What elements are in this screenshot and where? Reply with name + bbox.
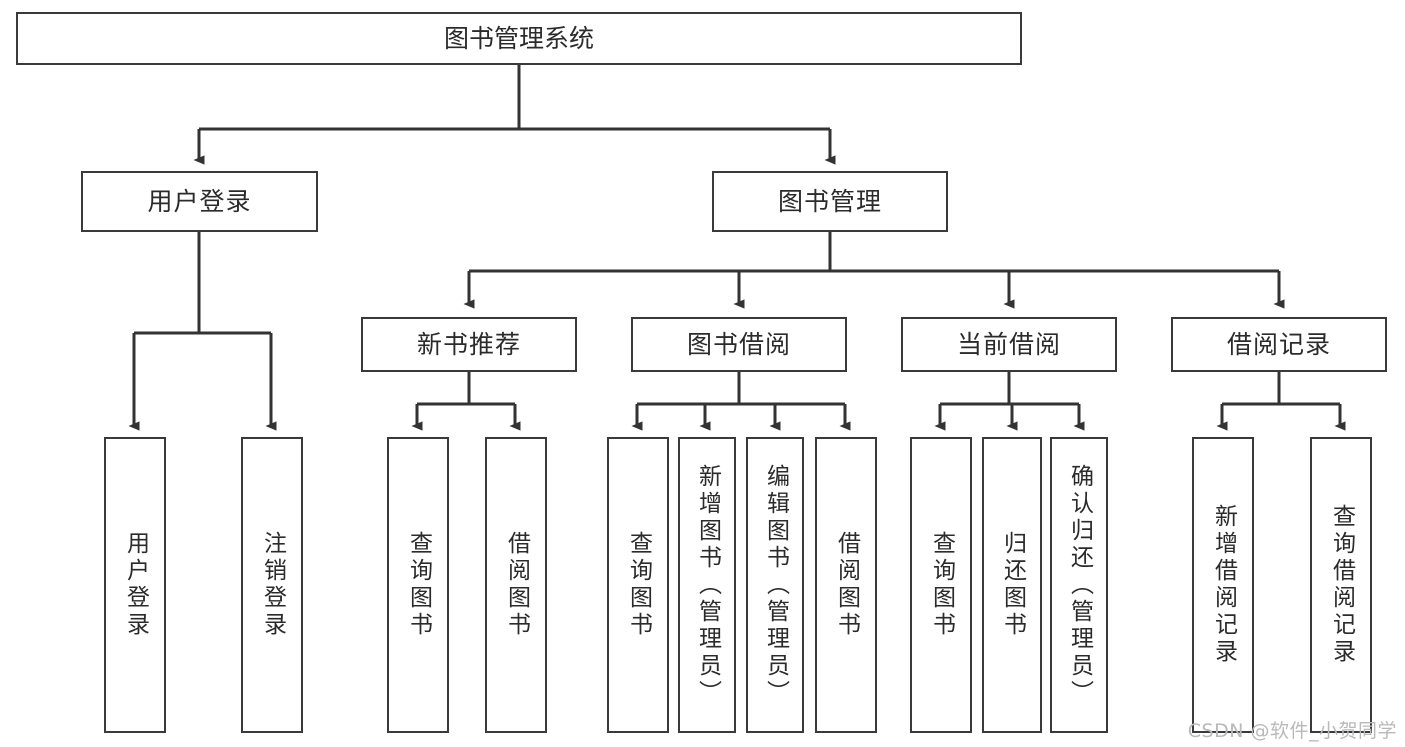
leaf-label: 查询图书 <box>405 531 432 639</box>
node-current-borrow[interactable]: 当前借阅 <box>901 317 1117 372</box>
node-label: 图书管理系统 <box>443 23 594 53</box>
node-label: 当前借阅 <box>956 329 1061 359</box>
leaf-return-books[interactable]: 归还图书 <box>982 437 1042 733</box>
leaf-label: 编辑图书（管理员） <box>762 463 789 707</box>
leaf-borrow-books-borrow[interactable]: 借阅图书 <box>815 437 877 733</box>
leaf-label: 查询图书 <box>928 531 955 639</box>
leaf-label: 借阅图书 <box>503 531 530 639</box>
leaf-confirm-return-admin[interactable]: 确认归还（管理员） <box>1050 437 1108 733</box>
node-label: 图书管理 <box>777 186 882 216</box>
node-new-book-recommend[interactable]: 新书推荐 <box>361 317 577 372</box>
leaf-label: 用户登录 <box>122 531 149 639</box>
leaf-logout-login[interactable]: 注销登录 <box>241 437 303 733</box>
node-label: 借阅记录 <box>1226 329 1331 359</box>
leaf-label: 确认归还（管理员） <box>1066 463 1093 707</box>
node-book-management[interactable]: 图书管理 <box>712 171 948 232</box>
leaf-label: 注销登录 <box>259 531 286 639</box>
node-user-login[interactable]: 用户登录 <box>81 171 318 232</box>
leaf-query-books-current[interactable]: 查询图书 <box>910 437 972 733</box>
node-label: 新书推荐 <box>416 329 521 359</box>
leaf-label: 新增图书（管理员） <box>694 463 721 707</box>
leaf-add-borrow-record[interactable]: 新增借阅记录 <box>1192 437 1254 733</box>
leaf-borrow-books-recommend[interactable]: 借阅图书 <box>485 437 547 733</box>
leaf-label: 归还图书 <box>999 531 1026 639</box>
leaf-query-books-recommend[interactable]: 查询图书 <box>387 437 449 733</box>
node-book-borrow[interactable]: 图书借阅 <box>631 317 847 372</box>
leaf-user-login[interactable]: 用户登录 <box>104 437 166 733</box>
watermark: CSDN @软件_小贺同学 <box>1187 720 1397 742</box>
leaf-edit-book-admin[interactable]: 编辑图书（管理员） <box>746 437 804 733</box>
node-borrow-record[interactable]: 借阅记录 <box>1171 317 1387 372</box>
leaf-label: 借阅图书 <box>833 531 860 639</box>
leaf-label: 查询图书 <box>625 531 652 639</box>
node-label: 用户登录 <box>147 186 252 216</box>
leaf-label: 新增借阅记录 <box>1210 504 1237 666</box>
node-label: 图书借阅 <box>686 329 791 359</box>
leaf-query-books-borrow[interactable]: 查询图书 <box>607 437 669 733</box>
leaf-add-book-admin[interactable]: 新增图书（管理员） <box>678 437 736 733</box>
leaf-label: 查询借阅记录 <box>1328 504 1355 666</box>
leaf-query-borrow-record[interactable]: 查询借阅记录 <box>1310 437 1372 733</box>
node-root-book-management-system[interactable]: 图书管理系统 <box>16 12 1022 65</box>
